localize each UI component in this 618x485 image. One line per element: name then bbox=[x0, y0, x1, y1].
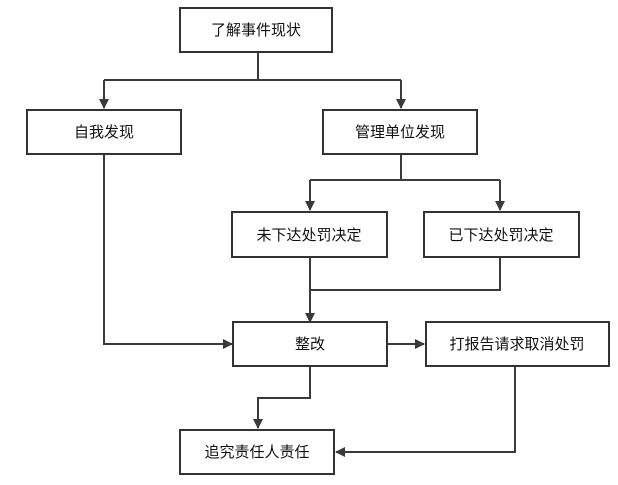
node-rectify-label: 整改 bbox=[295, 335, 325, 353]
edge-self-found-to-rectify bbox=[103, 155, 233, 349]
edge-report-to-accountability bbox=[335, 367, 516, 457]
node-accountability-label: 追究责任人责任 bbox=[204, 443, 309, 461]
edge-understand-split bbox=[104, 52, 401, 81]
edge-rectify-to-accountability bbox=[253, 367, 311, 429]
node-self-found-label: 自我发现 bbox=[74, 123, 134, 141]
node-report-cancel: 打报告请求取消处罚 bbox=[425, 321, 610, 367]
edge-issued-merge bbox=[310, 258, 501, 291]
node-issued-label: 已下达处罚决定 bbox=[448, 226, 553, 244]
node-understand: 了解事件现状 bbox=[179, 7, 333, 53]
node-accountability: 追究责任人责任 bbox=[179, 429, 335, 475]
node-report-cancel-label: 打报告请求取消处罚 bbox=[449, 335, 584, 353]
node-mgmt-found-label: 管理单位发现 bbox=[355, 123, 445, 141]
node-issued: 已下达处罚决定 bbox=[423, 211, 580, 258]
node-understand-label: 了解事件现状 bbox=[211, 21, 301, 39]
connectors bbox=[99, 52, 516, 457]
edge-mgmt-split bbox=[310, 155, 500, 181]
node-not-issued-label: 未下达处罚决定 bbox=[256, 226, 361, 244]
node-rectify: 整改 bbox=[232, 321, 388, 367]
node-not-issued: 未下达处罚决定 bbox=[231, 211, 388, 258]
node-self-found: 自我发现 bbox=[26, 109, 182, 155]
node-mgmt-found: 管理单位发现 bbox=[322, 109, 478, 155]
